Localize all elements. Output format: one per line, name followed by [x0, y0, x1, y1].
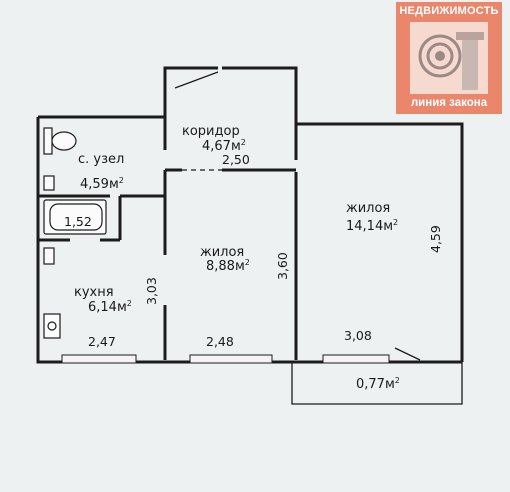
kitchen-name: кухня [74, 285, 114, 300]
window-kitchen [61, 354, 137, 364]
living-dim-height: 4,59 [428, 225, 443, 253]
corridor-name: коридор [182, 124, 240, 139]
toilet-icon [43, 127, 77, 155]
stove-icon [43, 313, 61, 339]
kitchen-dim-width: 2,47 [88, 334, 116, 349]
window-bedroom [189, 354, 273, 364]
logo-bottom-text: линия закона [410, 97, 488, 109]
balcony-area: 0,77м2 [356, 376, 400, 392]
kitchen-sink-icon [43, 247, 55, 265]
bedroom-area: 8,88м2 [206, 258, 250, 274]
bathroom-area: 4,59м2 [80, 176, 124, 192]
bathroom-name: с. узел [78, 152, 124, 167]
bedroom-name: жилоя [200, 245, 244, 260]
windows [61, 354, 390, 364]
bath-dim: 1,52 [64, 214, 92, 229]
ionic-column-icon [410, 22, 488, 94]
bedroom-dim-height: 3,60 [275, 252, 290, 280]
sink-icon [43, 175, 55, 191]
corridor-area: 4,67м2 [202, 138, 246, 154]
corridor-dim: 2,50 [222, 152, 250, 167]
walls [36, 66, 464, 405]
agency-logo: НЕДВИЖИМОСТЬ линия закона [396, 2, 502, 114]
living-name: жилоя [346, 201, 390, 216]
bedroom-dim-width: 2,48 [206, 334, 234, 349]
bathtub-icon [43, 199, 107, 235]
logo-top-text: НЕДВИЖИМОСТЬ [399, 5, 499, 17]
kitchen-area: 6,14м2 [88, 299, 132, 315]
living-area: 14,14м2 [346, 218, 398, 234]
kitchen-dim-height: 3,03 [144, 277, 159, 305]
window-living [322, 354, 390, 364]
fixtures [43, 127, 107, 339]
living-dim-width: 3,08 [344, 328, 372, 343]
